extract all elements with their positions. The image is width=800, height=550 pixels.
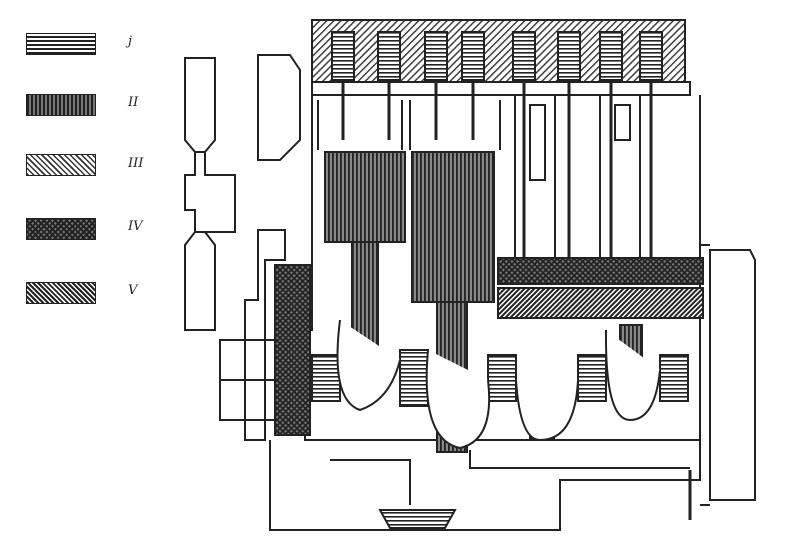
- cylinder-3: [514, 95, 556, 258]
- cylinder-4: [599, 95, 641, 258]
- block-inner-walls: [317, 100, 501, 150]
- legend-label-5: V: [128, 283, 138, 298]
- oil-pickup: [378, 509, 457, 529]
- legend-label-3: III: [128, 156, 144, 171]
- piston-2: [411, 151, 495, 303]
- legend-label-1: j: [128, 34, 133, 49]
- oil-pan: [269, 440, 701, 531]
- water-pump-housing: [257, 54, 301, 161]
- camshaft: [497, 287, 704, 319]
- cylinder-head: [311, 19, 686, 83]
- fan-hub: [184, 151, 236, 233]
- crank-pulley: [219, 339, 276, 421]
- legend-label-2: II: [128, 95, 139, 110]
- legend-swatch-1: [26, 33, 96, 55]
- legend-swatch-5: [26, 282, 96, 304]
- legend-swatch-3: [26, 154, 96, 176]
- head-lower-plate: [311, 81, 691, 96]
- lifter-band: [497, 257, 704, 285]
- fan-blade-lower: [184, 231, 216, 331]
- timing-gear-cover: [274, 264, 311, 436]
- legend-swatch-4: [26, 218, 96, 240]
- piston-1: [324, 151, 406, 243]
- front-cover: [244, 229, 286, 441]
- fan-blade-upper: [184, 57, 216, 153]
- valve-springs: [331, 31, 663, 81]
- flywheel: [709, 249, 756, 501]
- legend-swatch-2: [26, 94, 96, 116]
- valve-stems: [341, 80, 653, 260]
- oil-line: [330, 450, 690, 505]
- crankshaft: [311, 319, 689, 450]
- legend-label-4: IV: [128, 219, 143, 234]
